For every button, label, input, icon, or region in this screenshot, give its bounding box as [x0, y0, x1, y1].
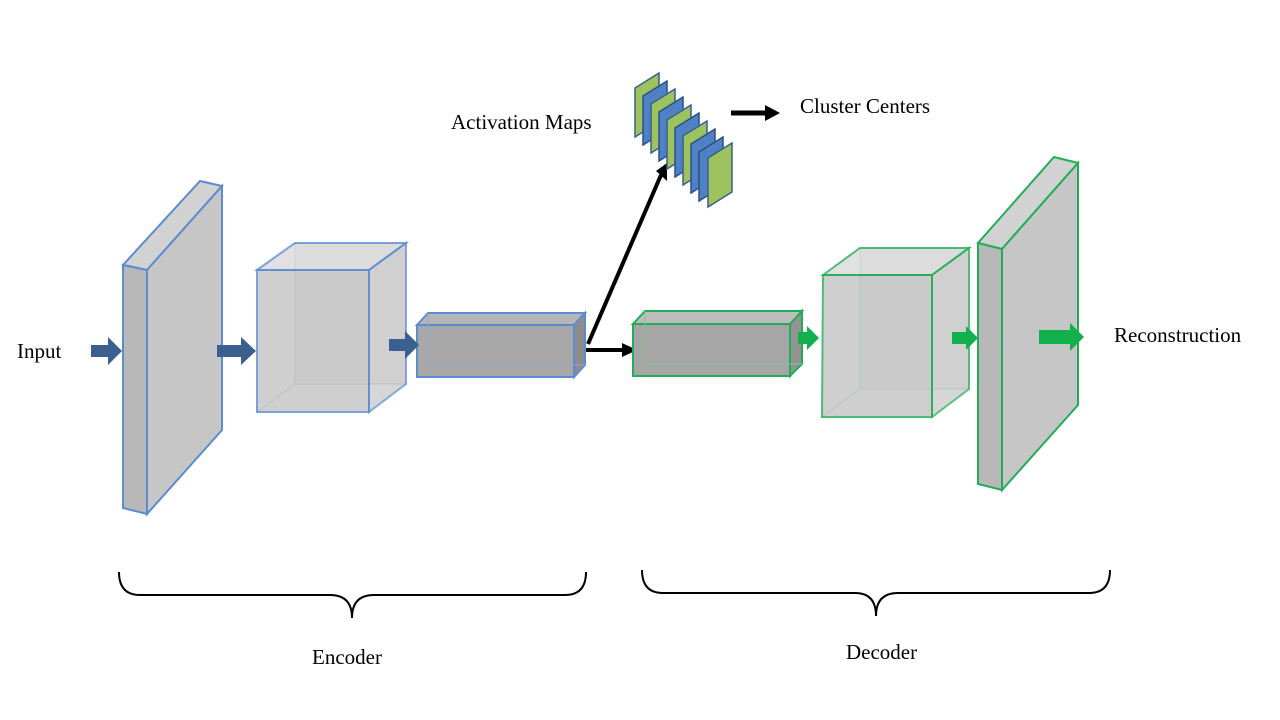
- encoder-layer-1: [121, 179, 224, 517]
- decoder-brace: [641, 569, 1111, 617]
- encoder-arrow-2: [217, 337, 256, 365]
- bottleneck-connector: [586, 343, 637, 357]
- decoder-arrow-1: [798, 326, 819, 350]
- activation-maps-stack: [634, 71, 733, 209]
- cluster-centers-arrow: [731, 105, 780, 121]
- decoder-arrow-2: [952, 326, 978, 350]
- activation-maps-label: Activation Maps: [451, 110, 592, 134]
- encoder-layer-2: [253, 241, 410, 415]
- encoder-arrow-1: [91, 337, 122, 365]
- activation-maps-connector: [586, 163, 667, 345]
- decoder-layer-3: [976, 155, 1080, 493]
- input-label: Input: [17, 339, 62, 363]
- decoder-arrow-3: [1039, 323, 1084, 351]
- encoder-arrow-3: [389, 331, 419, 359]
- reconstruction-label: Reconstruction: [1114, 323, 1242, 347]
- encoder-brace: [118, 571, 587, 619]
- decoder-layer-1: [630, 308, 805, 379]
- encoder-layer-3: [414, 310, 588, 380]
- cluster-centers-label: Cluster Centers: [800, 94, 931, 118]
- decoder-layer-2: [819, 246, 973, 420]
- decoder-label: Decoder: [846, 640, 918, 664]
- encoder-label: Encoder: [312, 645, 382, 669]
